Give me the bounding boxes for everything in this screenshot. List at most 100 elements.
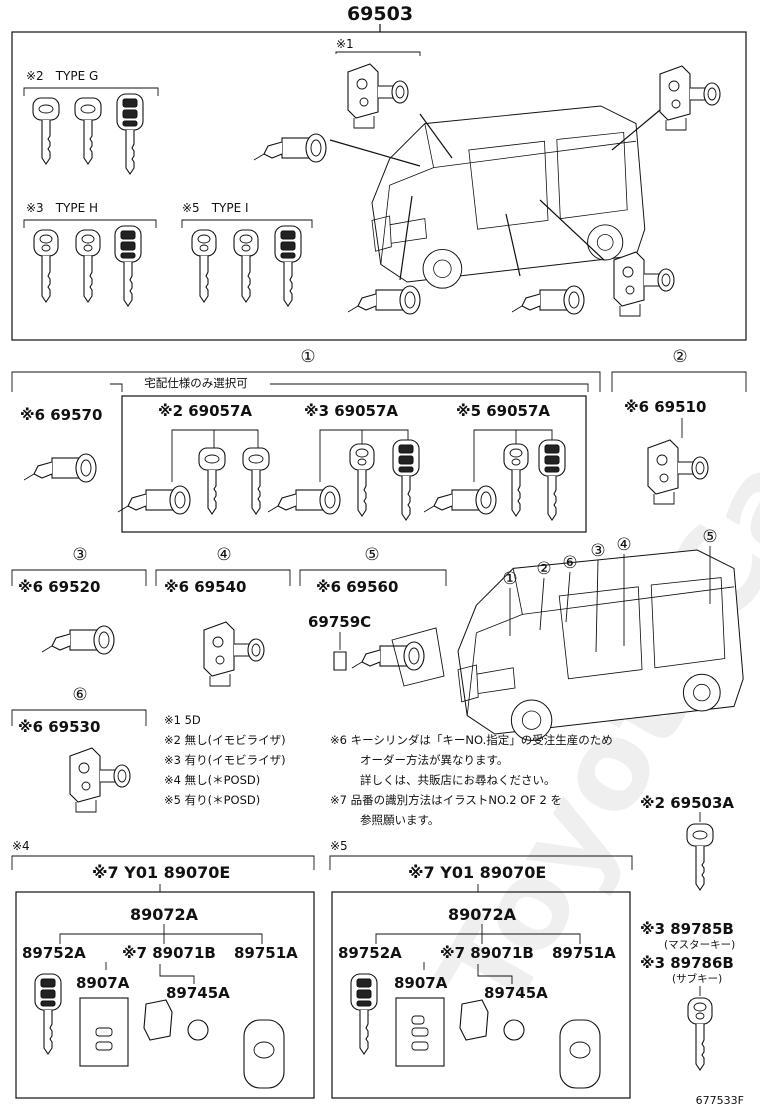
- master-key-label: (マスターキー): [664, 939, 735, 951]
- part-89785b: ※3 89785B: [640, 920, 734, 938]
- part-69540: ※6 69540: [164, 578, 246, 596]
- circle-5-marker: ⑤: [364, 545, 379, 565]
- part-69560: ※6 69560: [316, 578, 398, 596]
- set3-key-b: [392, 439, 420, 521]
- ignition-cylinder-top: [347, 285, 421, 315]
- note-right-3: 詳しくは、共販店にお尋ねください。: [360, 773, 556, 787]
- type-i-key-1: [191, 229, 217, 303]
- key-89785b-89786b: [687, 997, 713, 1071]
- van-pos-5: ⑤: [702, 527, 717, 547]
- type-g-label: ※2 TYPE G: [26, 69, 98, 83]
- type-h-key-2: [75, 229, 101, 303]
- box5-battery: [503, 1019, 525, 1041]
- note-left-2: ※2 無し(イモビライザ): [164, 733, 286, 747]
- note-left-1: ※1 5D: [164, 713, 201, 727]
- box4-part-89072a: 89072A: [130, 905, 199, 924]
- van-pos-3: ③: [590, 541, 605, 561]
- note-left-4: ※4 無し(＊POSD): [164, 773, 260, 787]
- part-69057a-type2: ※2 69057A: [158, 402, 252, 420]
- box4-transponder-board: [79, 997, 129, 1067]
- box5-remote-cover: [559, 1019, 601, 1089]
- key-69503a: [686, 823, 714, 891]
- part-69510: ※6 69510: [624, 398, 706, 416]
- box5-part-89745a: 89745A: [484, 984, 548, 1002]
- box4-part-89751a: 89751A: [234, 944, 298, 962]
- part-89786b: ※3 89786B: [640, 954, 734, 972]
- type-h-key-3: [114, 225, 142, 307]
- cylinder-69560: [351, 641, 425, 671]
- part-69570: ※6 69570: [20, 406, 102, 424]
- van-position-callouts: ① ② ⑥ ③ ④ ⑤: [502, 527, 718, 653]
- top-van-illustration: [371, 105, 646, 289]
- set5-key-b: [538, 439, 566, 521]
- box4-part-8907a: 8907A: [76, 974, 130, 992]
- set2-key-a: [198, 447, 226, 515]
- box4-remote-key: [34, 973, 62, 1055]
- box4-part-89752a: 89752A: [22, 944, 86, 962]
- figure-number: 677533F: [696, 1094, 744, 1107]
- delivery-only-label: 宅配仕様のみ選択可: [144, 376, 248, 390]
- box4-mark: ※4: [12, 839, 30, 853]
- note-left-3: ※3 有り(イモビライザ): [164, 753, 286, 767]
- rear-door-lock-top: [347, 63, 409, 129]
- part-69759c: 69759C: [308, 613, 371, 631]
- top-panel-frame: [11, 31, 747, 341]
- type-i-key-2: [233, 229, 259, 303]
- cylinder-69520: [41, 625, 115, 655]
- box5-remote-key: [350, 973, 378, 1055]
- box5-frame: [331, 891, 631, 1099]
- note-right-4: ※7 品番の識別方法はイラストNO.2 OF 2 を: [330, 793, 562, 807]
- box5-transponder-board: [395, 997, 445, 1067]
- set5-cylinder: [423, 485, 497, 515]
- note-right-2: オーダー方法が異なります。: [360, 753, 508, 767]
- circle-1-marker: ①: [300, 347, 315, 367]
- box5-part-8907a: 8907A: [394, 974, 448, 992]
- main-part-number: 69503: [347, 3, 413, 25]
- van-pos-4: ④: [616, 535, 631, 555]
- part-69503a: ※2 69503A: [640, 794, 734, 812]
- box4-battery: [187, 1019, 209, 1041]
- set2-key-b: [242, 447, 270, 515]
- box4-part-89071b: ※7 89071B: [122, 944, 216, 962]
- box5-part-89752a: 89752A: [338, 944, 402, 962]
- slide-door-cylinder-top: [511, 285, 585, 315]
- note-left-5: ※5 有り(＊POSD): [164, 793, 260, 807]
- cylinder-69570: [23, 453, 97, 483]
- note-right-1: ※6 キーシリンダは「キーNO.指定」の受注生産のため: [330, 733, 613, 747]
- type-g-key-3: [116, 93, 144, 175]
- notes-right: ※6 キーシリンダは「キーNO.指定」の受注生産のため オーダー方法が異なります…: [330, 733, 613, 827]
- type-i-label: ※5 TYPE I: [182, 201, 249, 215]
- box5-part-89072a: 89072A: [448, 905, 517, 924]
- set2-cylinder: [117, 485, 191, 515]
- box5-part-89751a: 89751A: [552, 944, 616, 962]
- circle-2-marker: ②: [672, 347, 687, 367]
- box5-part-89071b: ※7 89071B: [440, 944, 534, 962]
- part-69530: ※6 69530: [18, 718, 100, 736]
- set3-key-a: [349, 443, 375, 517]
- front-door-cylinder-top: [253, 133, 327, 163]
- box4-remote-case: [143, 999, 173, 1041]
- lock-69530: [69, 747, 131, 813]
- notes-left: ※1 5D ※2 無し(イモビライザ) ※3 有り(イモビライザ) ※4 無し(…: [164, 713, 286, 807]
- part-69520: ※6 69520: [18, 578, 100, 596]
- circle-3-marker: ③: [72, 545, 87, 565]
- circle-4-marker: ④: [216, 545, 231, 565]
- type-g-key-2: [74, 97, 102, 165]
- van-pos-1: ①: [502, 569, 517, 589]
- part-69057a-type5: ※5 69057A: [456, 402, 550, 420]
- note-1-label: ※1: [336, 37, 354, 51]
- circle-6-marker: ⑥: [72, 685, 87, 705]
- callout-arrows: [329, 109, 661, 281]
- side-door-lock-top: [659, 65, 721, 131]
- van-pos-2: ②: [536, 559, 551, 579]
- box4-remote-cover: [243, 1019, 285, 1089]
- lock-69540: [203, 621, 265, 687]
- box5-title: ※7 Y01 89070E: [408, 863, 546, 882]
- box4-title: ※7 Y01 89070E: [92, 863, 230, 882]
- box4-part-89745a: 89745A: [166, 984, 230, 1002]
- note-right-5: 参照願います。: [360, 813, 439, 827]
- set3-cylinder: [267, 485, 341, 515]
- clip-69759c: [333, 651, 347, 671]
- part-69057a-type3: ※3 69057A: [304, 402, 398, 420]
